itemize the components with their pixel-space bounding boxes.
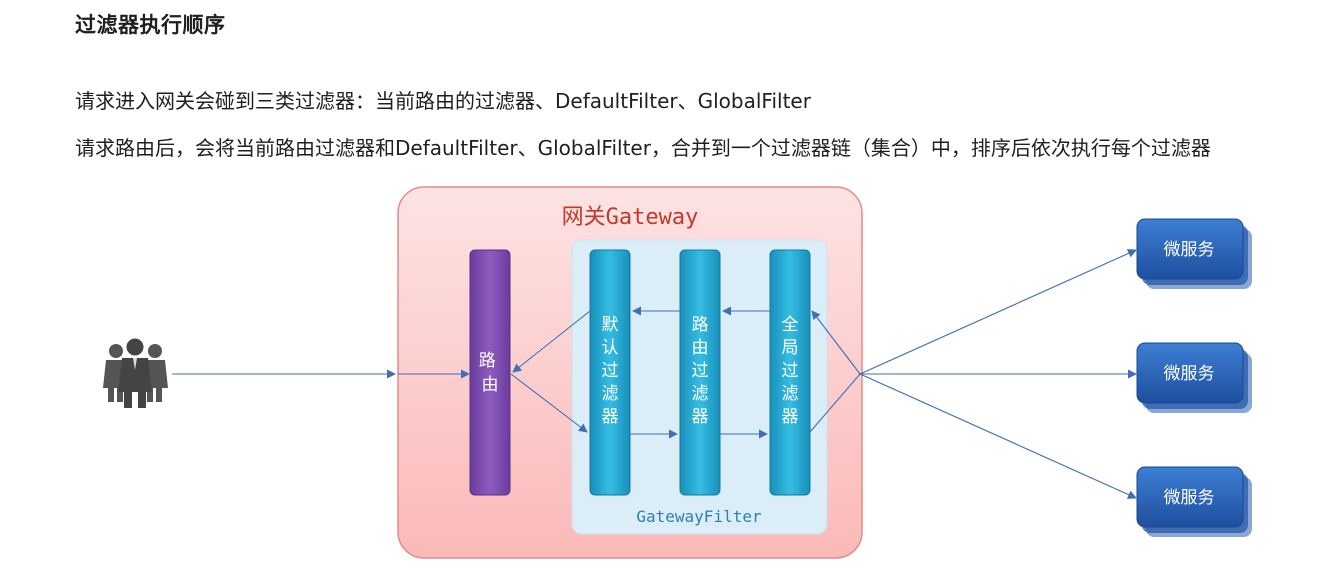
gateway-title: 网关Gateway [562, 205, 699, 230]
route-char-1: 路 [479, 351, 496, 371]
microservice-1: 微服务 [1136, 218, 1252, 289]
page-title: 过滤器执行顺序 [75, 13, 226, 37]
microservice-1-label: 微服务 [1164, 240, 1215, 260]
route-char-2: 由 [482, 375, 499, 395]
filter-pillar-route: 路由过滤器 [679, 249, 721, 496]
default-filter-label: 默认过滤器 [602, 315, 619, 427]
microservice-3: 微服务 [1136, 466, 1252, 537]
flow-arrows [172, 249, 1137, 499]
arrow-default-to-route-back [512, 310, 591, 373]
users-group-icon [103, 338, 168, 408]
route-filter-label: 路由过滤器 [692, 315, 709, 427]
arrow-hub-to-service-1 [859, 249, 1137, 375]
arrow-hub-to-global-back [811, 310, 861, 375]
global-filter-label: 全局过滤器 [782, 315, 799, 427]
intro-paragraph-2: 请求路由后，会将当前路由过滤器和DefaultFilter、GlobalFilt… [75, 136, 1211, 160]
filter-pillar-global: 全局过滤器 [769, 249, 811, 496]
arrow-global-to-hub [809, 373, 861, 433]
microservice-2: 微服务 [1136, 342, 1252, 413]
microservice-2-label: 微服务 [1164, 364, 1215, 384]
intro-paragraph-1: 请求进入网关会碰到三类过滤器：当前路由的过滤器、DefaultFilter、Gl… [75, 89, 811, 113]
gateway-filter-label: GatewayFilter [636, 507, 762, 526]
filter-pillar-default: 默认过滤器 [589, 249, 631, 496]
arrow-route-to-default [510, 373, 588, 433]
arrow-hub-to-service-3 [859, 373, 1137, 499]
route-pillar-label: 路 由 [479, 351, 501, 395]
microservice-3-label: 微服务 [1164, 488, 1215, 508]
route-pillar [469, 249, 511, 496]
